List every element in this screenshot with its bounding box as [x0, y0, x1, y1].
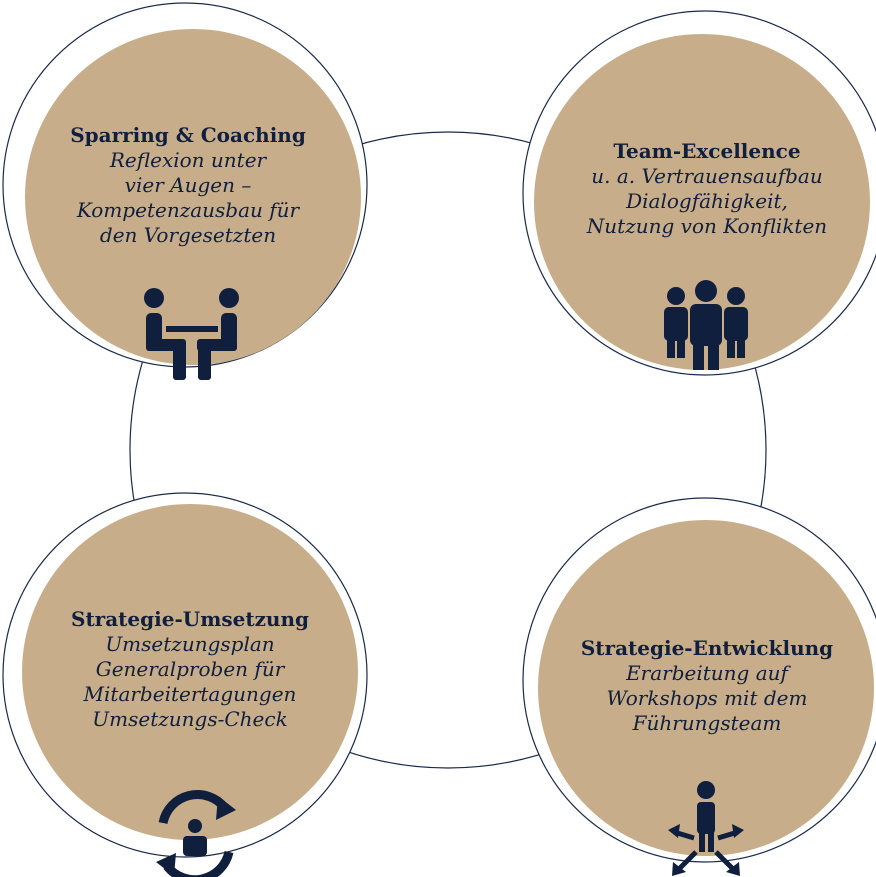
- node-umsetzung-line: Generalproben für: [95, 657, 285, 681]
- node-sparring-line: Kompetenzausbau für: [76, 198, 300, 222]
- node-team-circle: [522, 10, 876, 376]
- node-sparring-line: den Vorgesetzten: [99, 223, 277, 247]
- node-entwicklung-line: Führungsteam: [632, 711, 782, 735]
- node-umsetzung-line: Mitarbeitertagungen: [83, 682, 297, 706]
- node-entwicklung-title: Strategie-Entwicklung: [580, 636, 834, 660]
- node-team-line: Nutzung von Konflikten: [586, 214, 828, 238]
- node-umsetzung-line: Umsetzungsplan: [105, 632, 275, 656]
- node-team-line: Dialogfähigkeit,: [626, 189, 788, 213]
- node-umsetzung-circle: [2, 492, 368, 858]
- person-directions-icon: [668, 781, 744, 876]
- node-umsetzung-title: Strategie-Umsetzung: [71, 607, 309, 631]
- node-sparring-circle: [2, 2, 368, 368]
- node-sparring-text: Sparring & Coaching Reflexion unter vier…: [38, 122, 338, 248]
- node-team-line: u. a. Vertrauensaufbau: [591, 164, 823, 188]
- node-team-text: Team-Excellence u. a. Vertrauensaufbau D…: [552, 138, 862, 239]
- connecting-ring: [129, 131, 767, 769]
- cycle-person-icon: [156, 790, 236, 877]
- node-sparring-line: vier Augen –: [124, 173, 252, 197]
- node-sparring-title: Sparring & Coaching: [70, 123, 306, 147]
- node-umsetzung-line: Umsetzungs-Check: [92, 707, 288, 731]
- node-team-title: Team-Excellence: [613, 139, 801, 163]
- node-sparring-line: Reflexion unter: [109, 148, 267, 172]
- node-entwicklung-line: Workshops mit dem: [606, 686, 808, 710]
- meeting-icon: [144, 288, 239, 380]
- team-icon: [664, 280, 748, 370]
- node-entwicklung-line: Erarbeitung auf: [626, 661, 788, 685]
- node-entwicklung-text: Strategie-Entwicklung Erarbeitung auf Wo…: [552, 635, 862, 736]
- node-umsetzung-text: Strategie-Umsetzung Umsetzungsplan Gener…: [42, 606, 338, 732]
- node-entwicklung-circle: [522, 497, 876, 863]
